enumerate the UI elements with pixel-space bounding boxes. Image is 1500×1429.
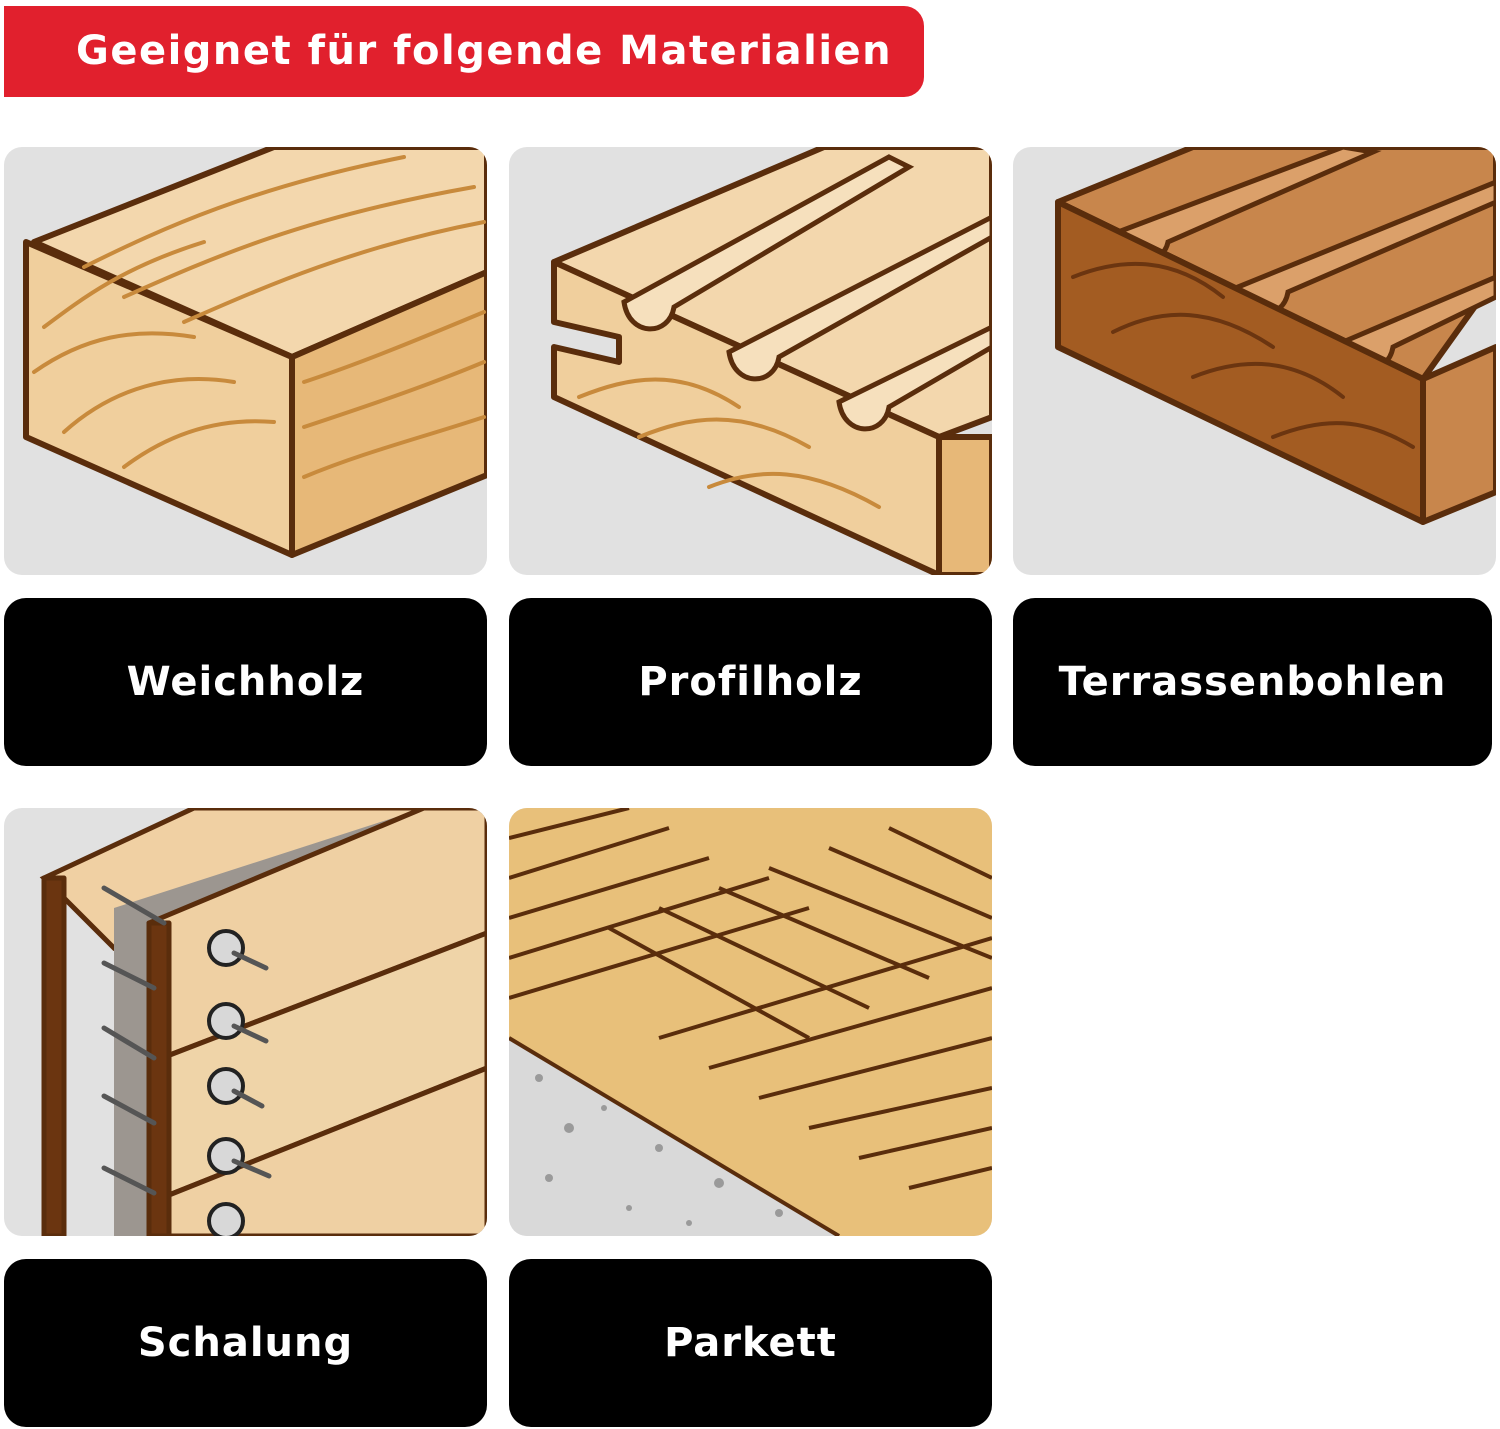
profiled-wood-icon [509, 147, 992, 575]
material-label-profilholz: Profilholz [509, 598, 992, 766]
material-label-schalung: Schalung [4, 1259, 487, 1427]
material-name: Parkett [664, 1320, 837, 1366]
material-label-terrassenbohlen: Terrassenbohlen [1013, 598, 1492, 766]
header-banner: Geeignet für folgende Materialien [4, 6, 924, 97]
material-name: Terrassenbohlen [1058, 659, 1447, 705]
material-label-weichholz: Weichholz [4, 598, 487, 766]
material-name: Weichholz [126, 659, 365, 705]
cladding-icon [4, 808, 487, 1236]
decking-board-icon [1013, 147, 1496, 575]
material-name: Profilholz [638, 659, 863, 705]
screw-group [101, 885, 272, 1236]
material-name: Schalung [137, 1320, 354, 1366]
parquet-icon [509, 808, 992, 1236]
banner-title: Geeignet für folgende Materialien [76, 28, 893, 74]
softwood-beam-icon [4, 147, 487, 575]
material-label-parkett: Parkett [509, 1259, 992, 1427]
